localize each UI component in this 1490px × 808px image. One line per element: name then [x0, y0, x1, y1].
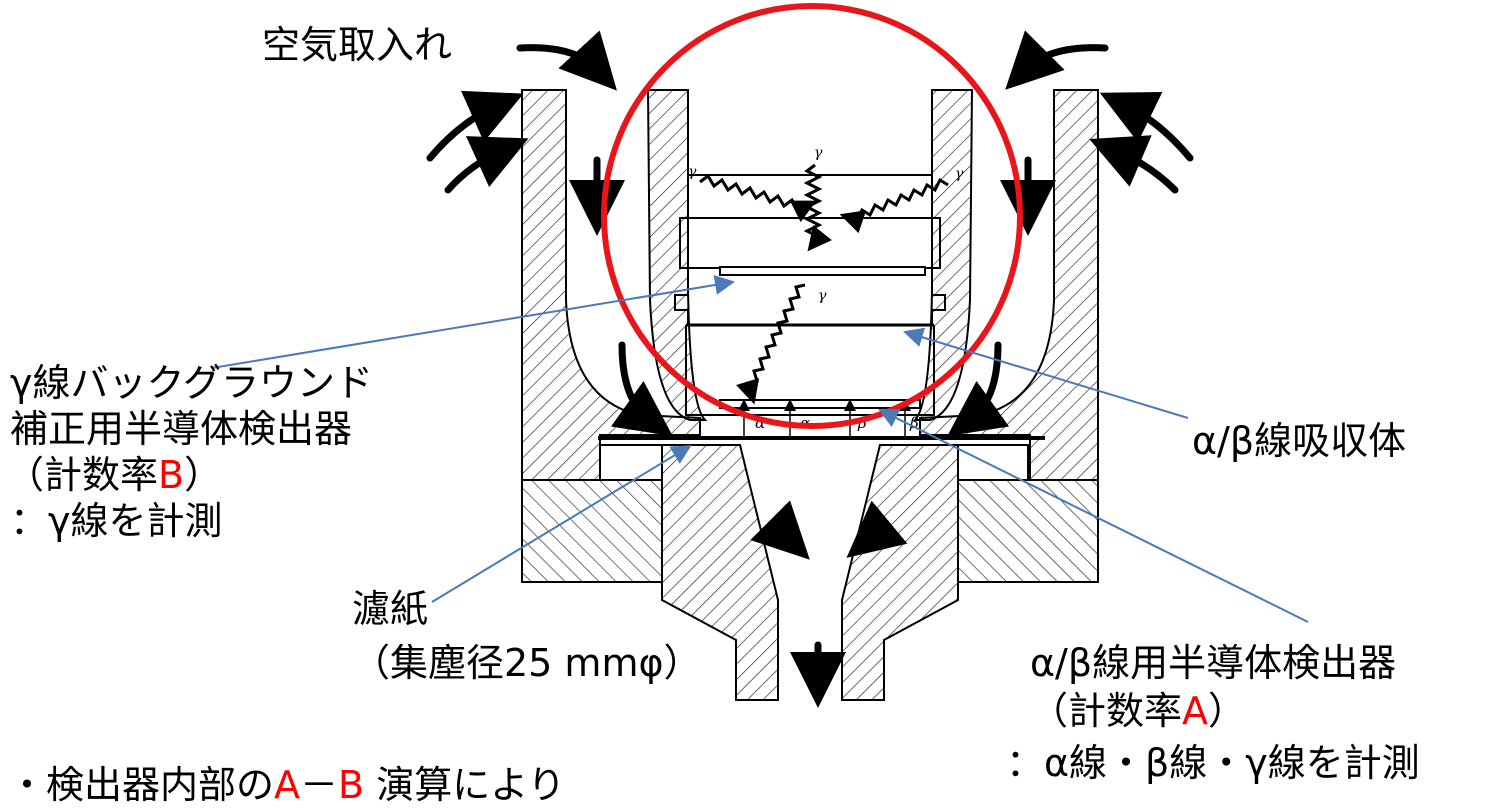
count-rate-open: （計数率	[6, 453, 159, 497]
gamma-detector-line3: （計数率B）	[6, 452, 222, 498]
bottom-note-prefix: ・検出器内部の	[8, 763, 275, 807]
count-rate-b-mark: B	[158, 453, 185, 497]
diagram-stage: γ γ γ γ α α β β 空気	[6, 3, 1420, 807]
filter-line2: （集塵径25 mmφ）	[352, 641, 702, 685]
filter-leader	[431, 444, 692, 603]
ab-detector-leader	[878, 409, 1309, 623]
highlight-circle	[601, 3, 1023, 429]
gamma-rays	[699, 163, 949, 405]
bottom-note: ・検出器内部のA－B 演算により	[8, 762, 565, 808]
bottom-note-dash: －	[300, 763, 339, 807]
svg-text:γ: γ	[814, 145, 823, 161]
detector-assembly	[674, 174, 946, 416]
detector-cross-section: γ γ γ γ α α β β	[211, 3, 1309, 708]
gamma-detector-line1: γ線バックグラウンド	[10, 361, 373, 405]
svg-text:β: β	[909, 414, 919, 432]
bottom-note-a-mark: A	[274, 763, 301, 807]
absorber-leader	[903, 327, 1189, 419]
gamma-detector-line4: ：γ線を計測	[10, 499, 223, 543]
svg-text:α: α	[755, 414, 765, 432]
bottom-note-b-mark: B	[338, 763, 365, 807]
count-rate-close: ）	[1208, 689, 1247, 733]
ab-detector-line2: （計数率A）	[1030, 688, 1246, 734]
svg-text:γ: γ	[955, 166, 964, 182]
airflow-arrows	[426, 30, 1194, 708]
gamma-detector-leader	[211, 275, 735, 369]
air-intake-label: 空気取入れ	[262, 23, 453, 67]
svg-text:γ: γ	[818, 288, 827, 304]
count-rate-a-mark: A	[1182, 689, 1209, 733]
gamma-detector-line2: 補正用半導体検出器	[10, 407, 353, 451]
leader-lines	[211, 275, 1309, 623]
svg-text:γ: γ	[688, 164, 697, 180]
ab-detector-line3: ：α線・β線・γ線を計測	[1006, 741, 1420, 785]
gamma-symbols: γ γ γ γ	[688, 145, 964, 304]
absorber-label: α/β線吸収体	[1192, 419, 1407, 463]
ab-detector-line1: α/β線用半導体検出器	[1030, 641, 1397, 685]
bottom-note-suffix: 演算により	[364, 763, 566, 807]
count-rate-close: ）	[184, 453, 223, 497]
filter-line1: 濾紙	[352, 587, 429, 631]
svg-text:β: β	[857, 414, 867, 432]
count-rate-open: （計数率	[1030, 689, 1183, 733]
